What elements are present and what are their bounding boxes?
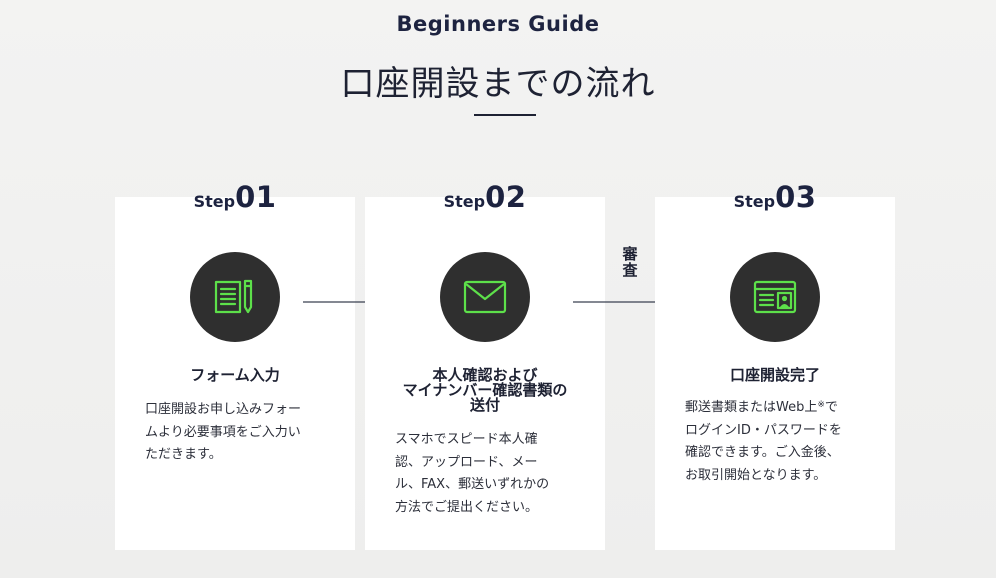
title-underline [474, 114, 536, 116]
step-body-3: 郵送書類またはWeb上※で ログインID・パスワードを 確認できます。ご入金後、… [685, 400, 842, 483]
step-body-1: 口座開設お申し込みフォー ムより必要事項をご入力い ただきます。 [145, 402, 302, 462]
step-label-3: Step03 [655, 180, 895, 214]
step-body-2: スマホでスピード本人確 認、アップロード、メー ル、FAX、郵送いずれかの 方法… [395, 432, 550, 515]
step-title-1: フォーム入力 [190, 366, 280, 384]
step-number: 03 [775, 180, 817, 214]
step-label-1: Step01 [115, 180, 355, 214]
review-label: 審査 [622, 245, 638, 279]
footnote-mark: ※ [817, 400, 825, 410]
section-eyebrow: Beginners Guide [396, 12, 600, 36]
step-number: 02 [485, 180, 527, 214]
page-title: 口座開設までの流れ [340, 64, 656, 104]
id-card-icon [753, 280, 797, 314]
step-number: 01 [235, 180, 277, 214]
step-icon-circle-3 [730, 252, 820, 342]
step-word: Step [193, 192, 236, 211]
step-title-3: 口座開設完了 [729, 366, 820, 384]
form-document-pen-icon [214, 279, 253, 314]
step-word: Step [733, 192, 776, 211]
step-icon-circle-1 [190, 252, 280, 342]
step-word: Step [443, 192, 486, 211]
step-title-2: 本人確認および マイナンバー確認書類の 送付 [402, 366, 568, 414]
step-label-2: Step02 [365, 180, 605, 214]
step-icon-circle-2 [440, 252, 530, 342]
envelope-icon [463, 280, 507, 314]
